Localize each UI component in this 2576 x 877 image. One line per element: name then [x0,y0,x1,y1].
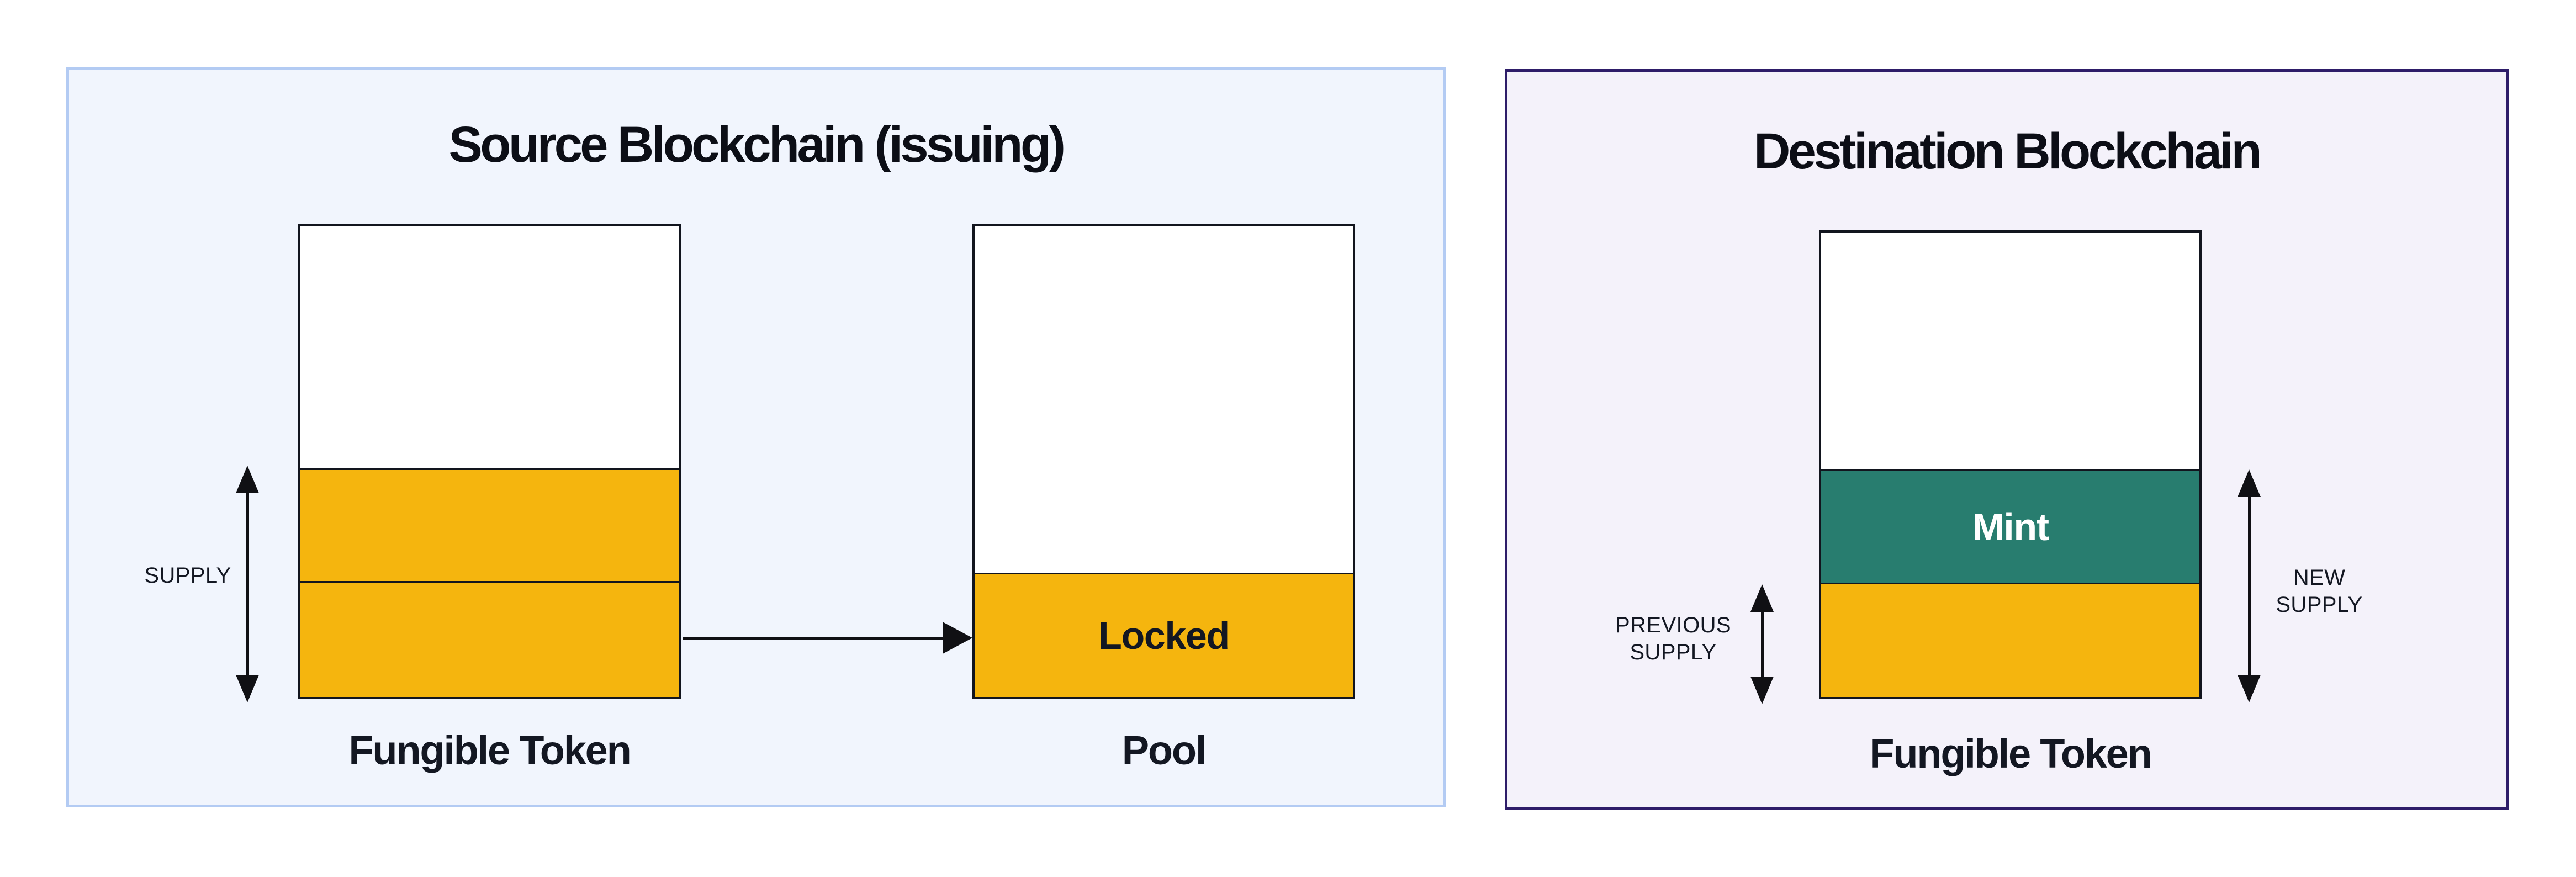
arrow-up-icon [236,466,259,493]
mint-label: Mint [1972,505,2049,548]
previous-supply-range-arrow [1750,584,1774,704]
source-pool-bar: Locked [972,224,1355,699]
destination-unissued-segment [1821,233,2199,469]
arrow-down-icon [2238,675,2261,702]
segment-divider [300,581,679,583]
source-fungible-token-bar [298,224,681,699]
supply-label: SUPPLY [144,563,231,588]
source-supply-upper-segment [300,470,679,581]
arrow-shaft [1760,612,1764,677]
arrow-shaft [246,493,249,675]
arrow-down-icon [1750,677,1774,704]
destination-previous-supply-segment [1821,584,2199,697]
destination-fungible-token-caption: Fungible Token [1869,731,2152,776]
segment-divider [1821,469,2199,471]
previous-supply-label: PREVIOUS SUPPLY [1615,613,1731,664]
destination-mint-segment: Mint [1821,471,2199,583]
new-supply-range-arrow [2238,469,2261,702]
source-unissued-segment [300,226,679,468]
source-panel-title: Source Blockchain (issuing) [448,117,1066,173]
arrow-up-icon [1750,584,1774,612]
pool-locked-segment: Locked [975,574,1353,697]
arrow-right-icon [943,622,972,654]
locked-label: Locked [1098,614,1230,657]
destination-fungible-token-bar: Mint [1819,230,2202,699]
source-supply-lower-segment [300,583,679,697]
arrow-down-icon [236,675,259,702]
segment-divider [300,468,679,470]
arrow-up-icon [2238,469,2261,497]
pool-caption: Pool [1122,727,1207,773]
supply-range-arrow [236,466,259,702]
source-fungible-token-caption: Fungible Token [348,727,631,773]
lock-transfer-arrow [683,622,972,654]
arrow-shaft [2247,497,2251,675]
new-supply-label: NEW SUPPLY [2276,566,2363,617]
arrow-shaft [683,636,943,640]
segment-divider [1821,583,2199,584]
pool-empty-segment [975,226,1353,573]
segment-divider [975,573,1353,574]
destination-panel-title: Destination Blockchain [1753,123,2262,179]
